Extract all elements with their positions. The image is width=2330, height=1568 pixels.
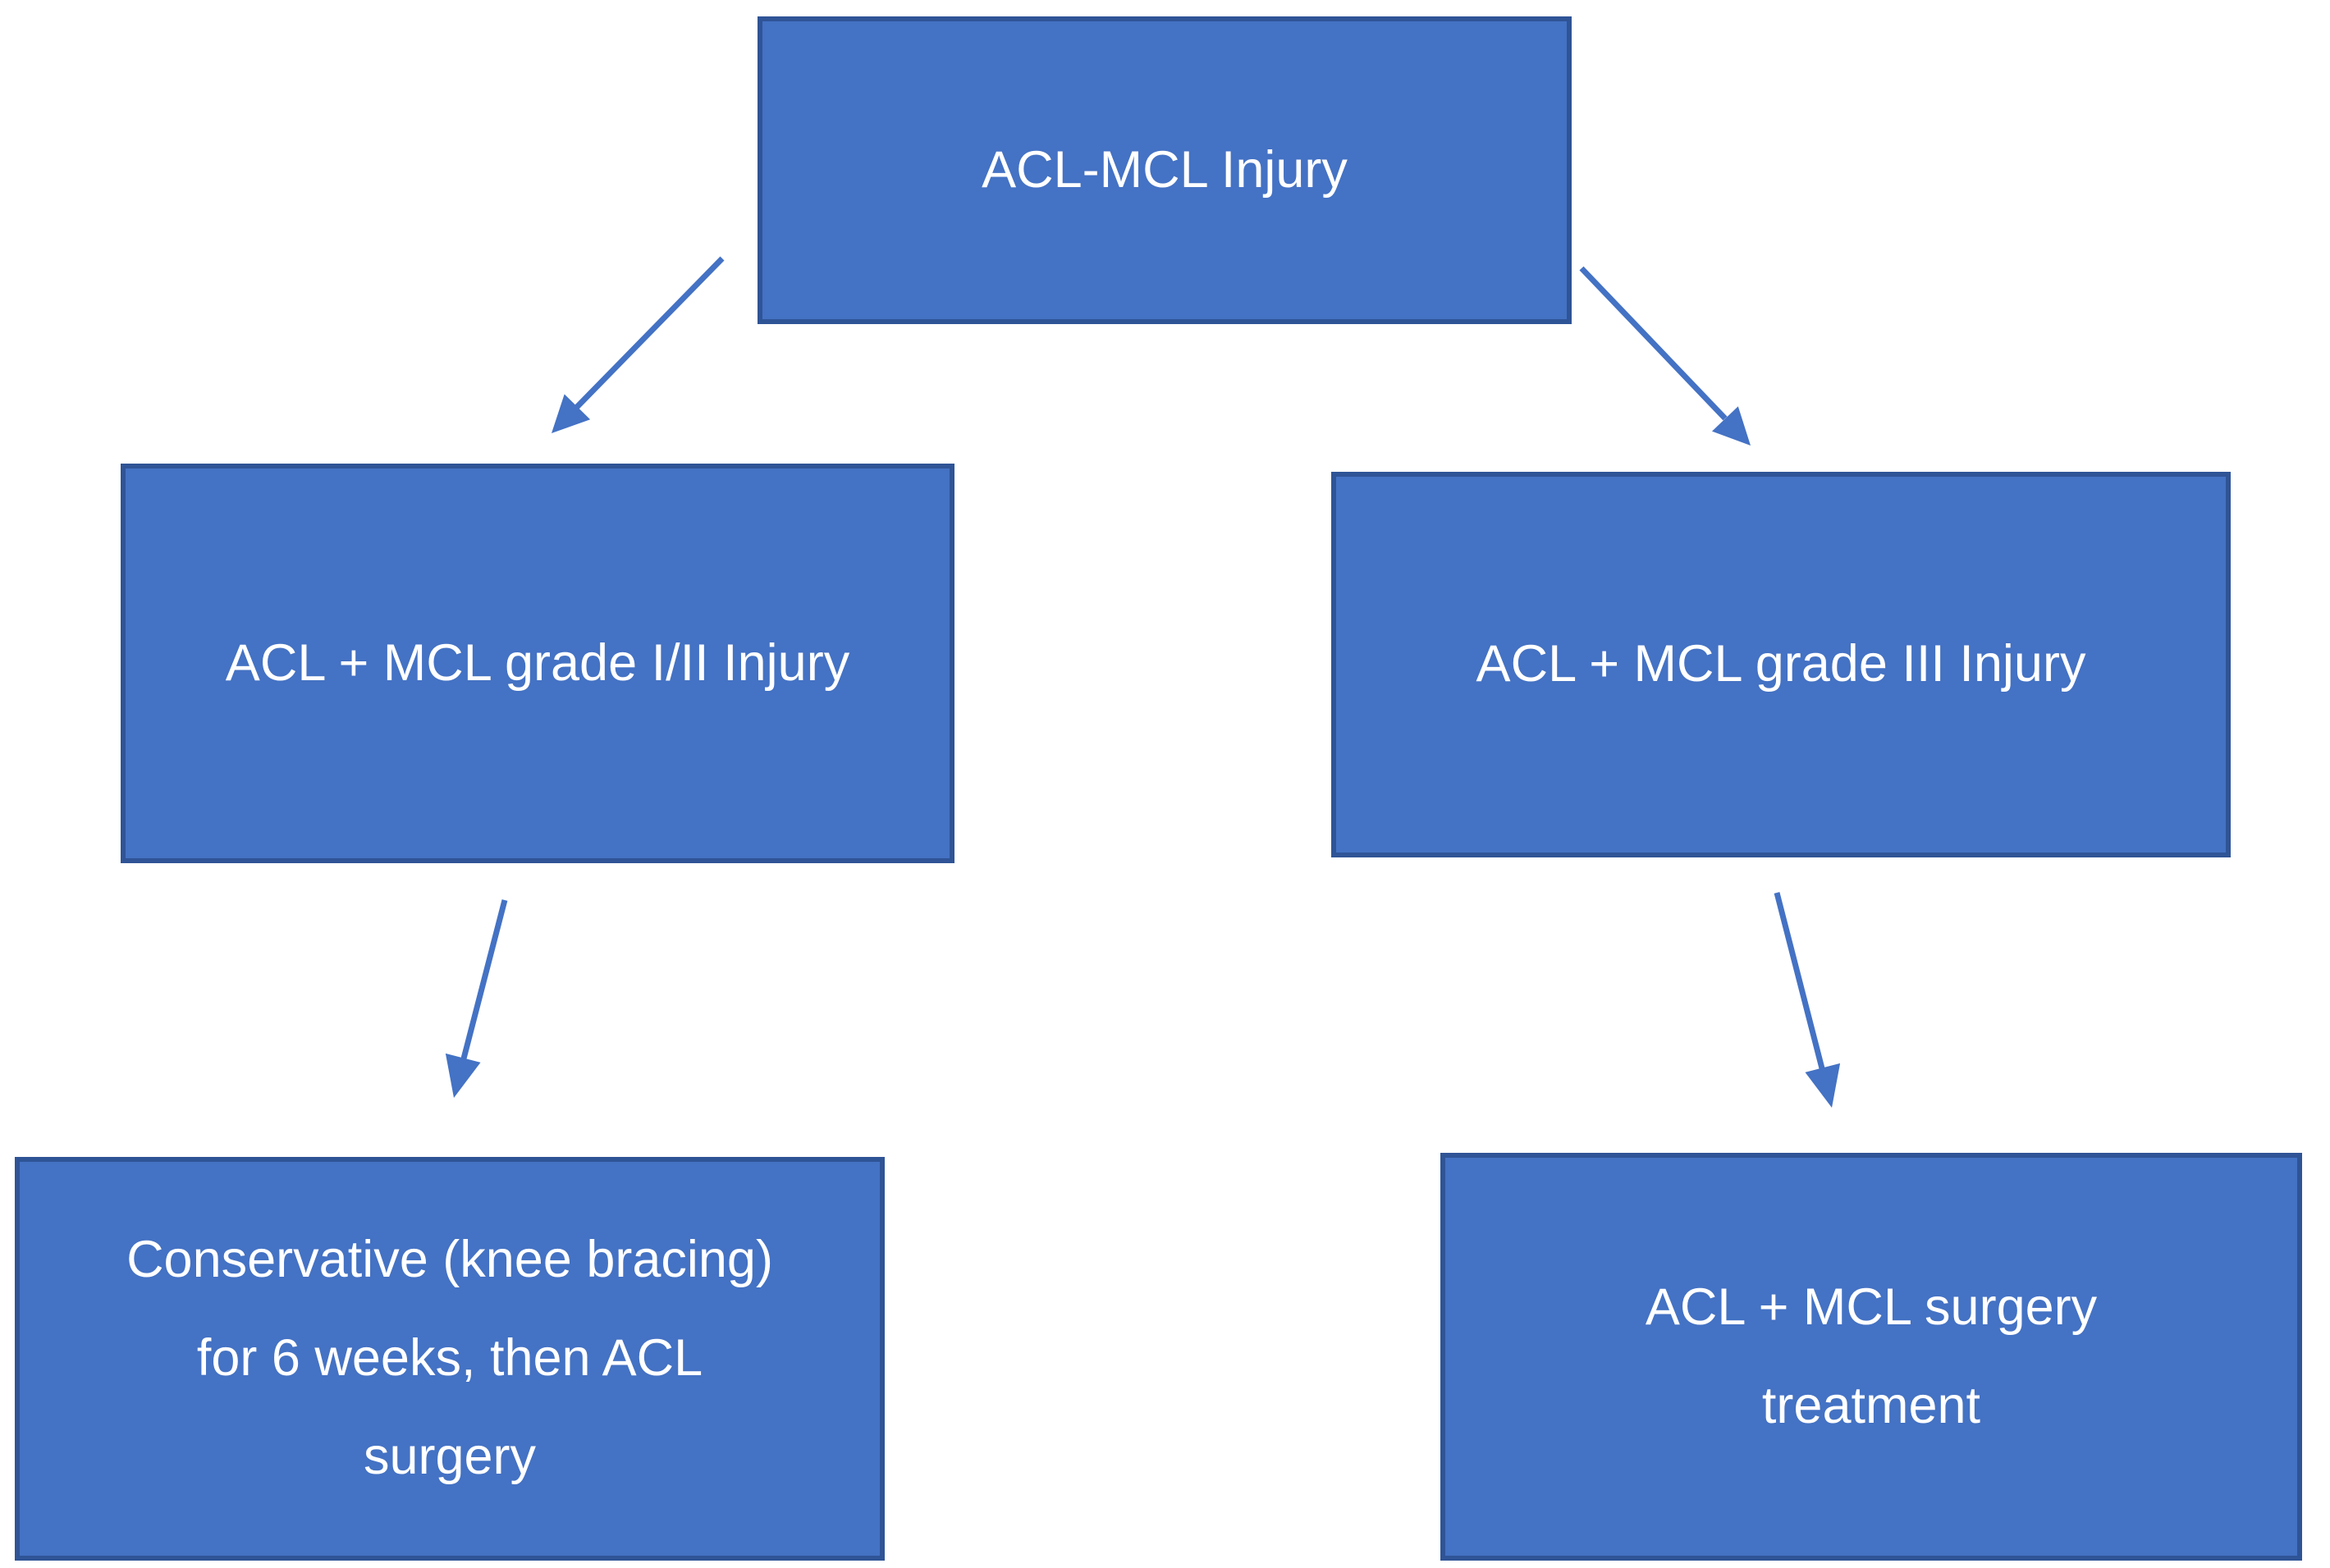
arrow-grade12-to-conservative	[445, 899, 508, 1098]
flow-node-conservative-then-acl-surgery: Conservative (knee bracing) for 6 weeks,…	[15, 1157, 885, 1561]
arrow-root-to-grade12	[552, 256, 725, 433]
flow-node-acl-mcl-grade-1-2-injury-label: ACL + MCL grade I/II Injury	[225, 633, 850, 692]
flow-node-acl-mcl-grade-3-injury-label: ACL + MCL grade III Injury	[1476, 635, 2086, 693]
flow-node-acl-mcl-injury: ACL-MCL Injury	[758, 16, 1572, 324]
flow-node-acl-mcl-surgery-treatment-label: ACL + MCL surgery treatment	[1645, 1278, 2098, 1434]
arrow-grade3-to-surgery	[1774, 892, 1841, 1108]
flow-node-acl-mcl-surgery-treatment: ACL + MCL surgery treatment	[1440, 1153, 2302, 1561]
flow-node-acl-mcl-grade-3-injury: ACL + MCL grade III Injury	[1331, 472, 2231, 857]
flow-node-conservative-then-acl-surgery-label: Conservative (knee bracing) for 6 weeks,…	[126, 1231, 773, 1485]
flow-node-acl-mcl-injury-label: ACL-MCL Injury	[982, 140, 1348, 199]
arrow-root-to-grade3	[1579, 266, 1751, 446]
flow-node-acl-mcl-grade-1-2-injury: ACL + MCL grade I/II Injury	[121, 464, 954, 863]
